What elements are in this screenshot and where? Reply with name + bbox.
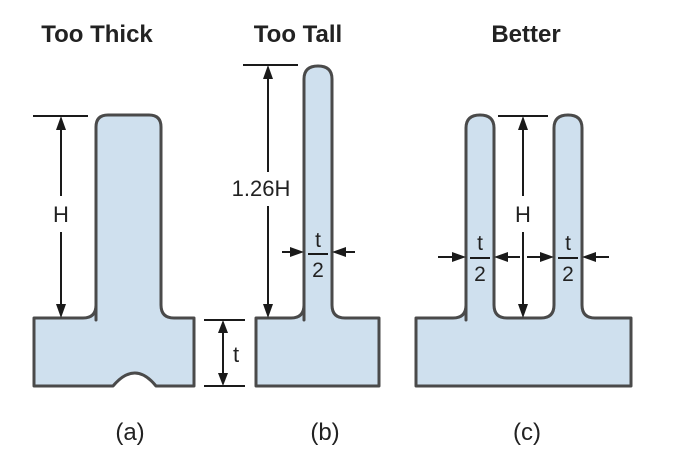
half-thickness-dimension-c-right: t 2 (527, 232, 609, 286)
fraction-numerator-c-right: t (565, 232, 571, 255)
fraction-denominator-b: 2 (312, 259, 324, 282)
half-thickness-dimension-b: t 2 (282, 229, 355, 282)
half-thickness-dimension-c-left: t 2 (438, 232, 520, 286)
caption-b: (b) (310, 419, 339, 446)
panel-too-thick: Too Thick H t (a) (32, 21, 245, 446)
fraction-denominator-c-left: 2 (474, 263, 486, 286)
height-label-a: H (53, 202, 69, 227)
panel-title-too-tall: Too Tall (254, 21, 342, 48)
caption-c: (c) (513, 419, 541, 446)
height-dimension-a: H (33, 115, 88, 318)
panel-better: Better H t 2 t 2 (414, 21, 633, 446)
panel-too-tall: Too Tall 1.26H t 2 (b) (232, 21, 381, 446)
tall-rib-shape (254, 64, 381, 388)
height-label-c: H (515, 202, 531, 227)
panel-title-better: Better (491, 21, 560, 48)
tall-height-label-b: 1.26H (232, 176, 291, 201)
caption-a: (a) (115, 419, 144, 446)
fraction-denominator-c-right: 2 (562, 263, 574, 286)
height-dimension-c: H (498, 115, 548, 318)
thickness-dimension-a: t (204, 319, 245, 387)
panel-title-too-thick: Too Thick (41, 21, 153, 48)
thick-rib-shape (32, 113, 196, 388)
fraction-numerator-b: t (315, 229, 321, 252)
fraction-numerator-c-left: t (477, 232, 483, 255)
double-rib-shape (414, 113, 633, 388)
tall-height-dimension-b: 1.26H (232, 64, 298, 318)
thickness-label-a: t (233, 342, 239, 367)
